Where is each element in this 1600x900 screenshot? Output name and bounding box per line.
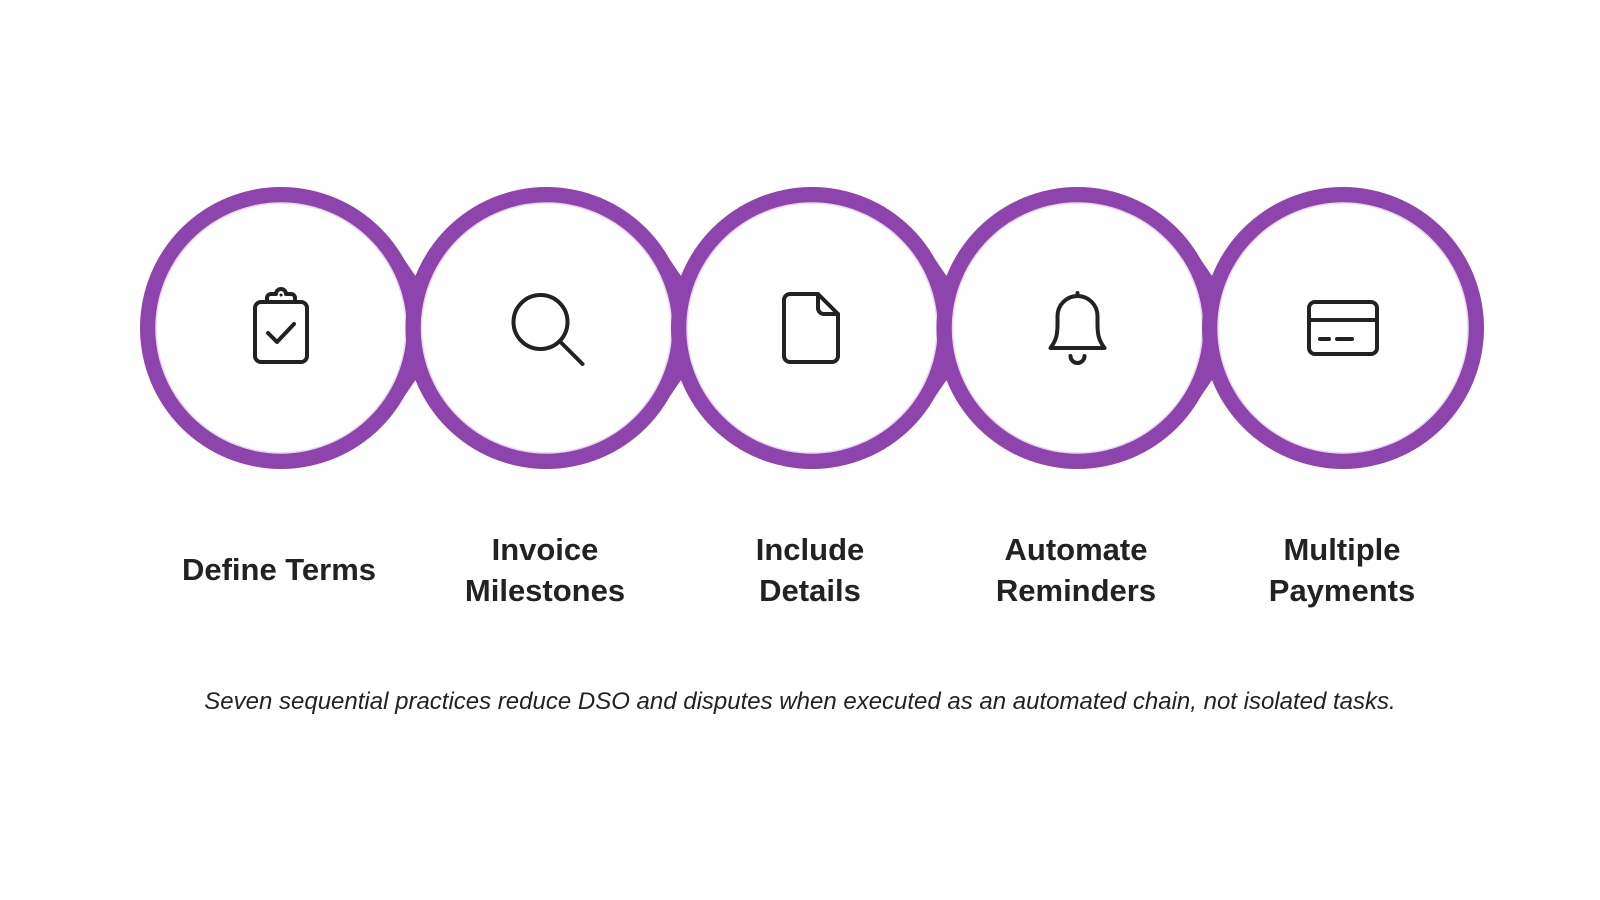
step-5 bbox=[1202, 187, 1484, 469]
step-2 bbox=[405, 187, 717, 469]
step-disc bbox=[155, 202, 407, 454]
bell-icon bbox=[1048, 291, 1107, 365]
step-label-1: Define Terms bbox=[181, 552, 377, 587]
step-4 bbox=[936, 187, 1248, 469]
step-1 bbox=[140, 187, 451, 469]
step-3 bbox=[671, 187, 982, 469]
step-disc bbox=[420, 202, 673, 454]
caption: Seven sequential practices reduce DSO an… bbox=[204, 688, 1396, 715]
step-disc bbox=[686, 202, 938, 454]
document-icon bbox=[782, 292, 840, 364]
step-label-5: Multiple Payments bbox=[1268, 532, 1416, 608]
credit-card-icon bbox=[1307, 300, 1379, 356]
step-label-4: Automate Reminders bbox=[995, 532, 1157, 608]
step-disc bbox=[1217, 202, 1469, 454]
step-label-2: Invoice Milestones bbox=[464, 532, 626, 608]
search-icon bbox=[511, 293, 585, 366]
clipboard-check-icon bbox=[253, 287, 309, 364]
step-disc bbox=[951, 202, 1204, 454]
step-label-3: Include Details bbox=[755, 532, 865, 608]
